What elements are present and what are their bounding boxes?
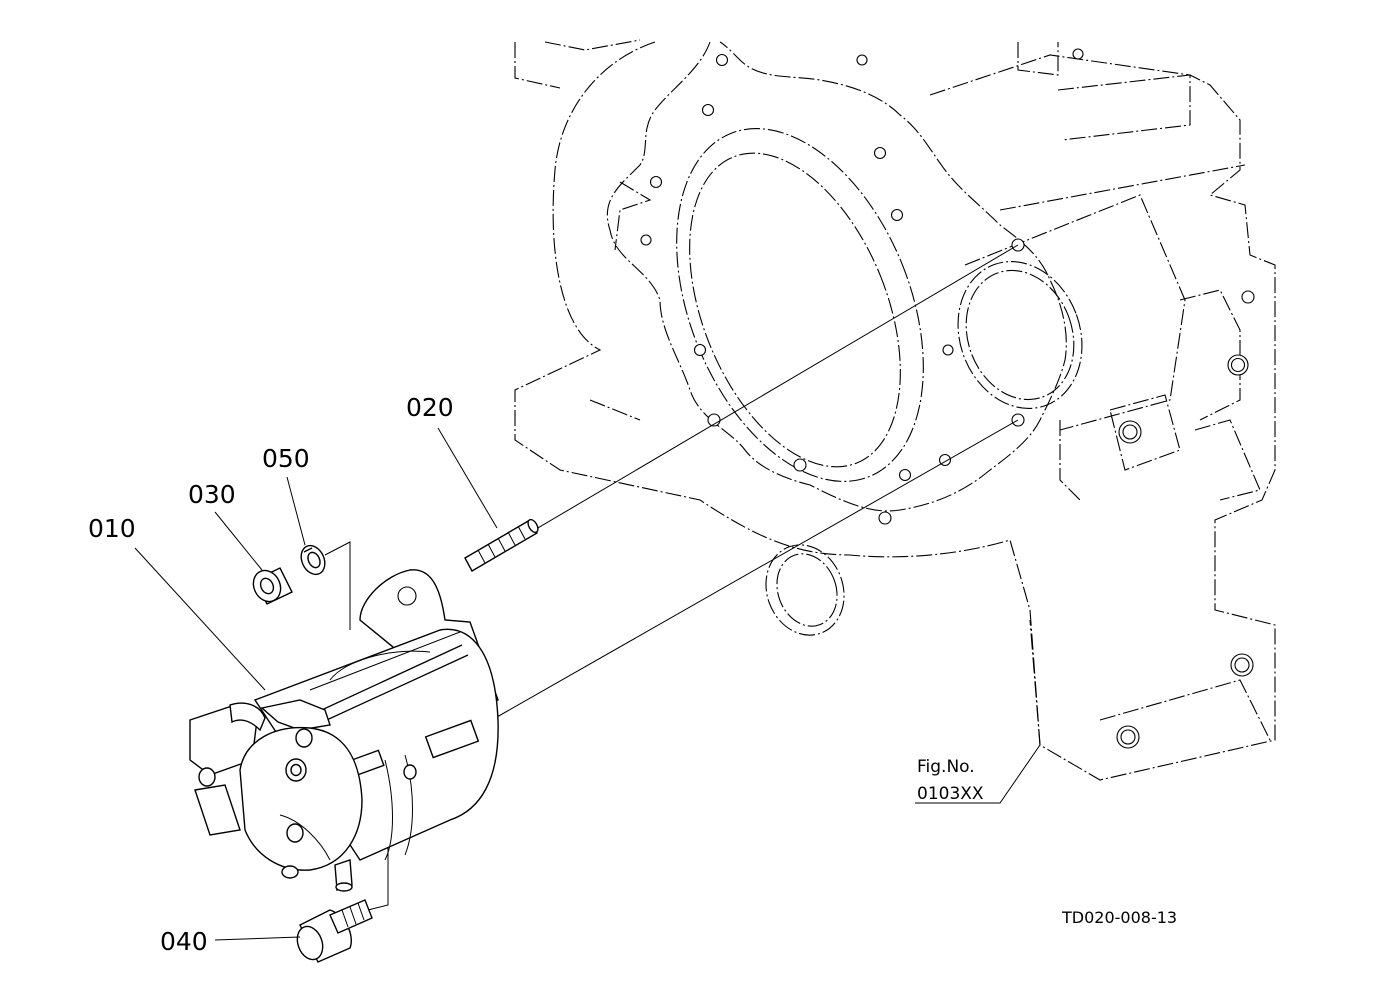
housing-bolt-holes — [640, 48, 1255, 749]
figure-reference: Fig.No. 0103XX — [917, 757, 984, 804]
stud-part-020 — [464, 518, 539, 572]
leader-010 — [134, 547, 266, 691]
callout-050: 050 — [262, 444, 310, 473]
leader-lines — [134, 427, 1041, 941]
spring-washer-part-050 — [300, 544, 326, 576]
fig-ref-number: 0103XX — [917, 784, 984, 804]
callout-040: 040 — [160, 927, 208, 956]
flywheel-housing-phantom — [514, 39, 1276, 781]
leader-030 — [214, 511, 263, 571]
nut-part-030 — [252, 567, 293, 605]
starter-motor-part-010 — [189, 569, 499, 892]
callout-020: 020 — [406, 393, 454, 422]
leader-050 — [286, 476, 306, 546]
leader-040 — [214, 936, 301, 941]
leader-020 — [437, 427, 498, 529]
drawing-code: TD020-008-13 — [1061, 908, 1177, 927]
leader-fig-ref — [915, 744, 1041, 804]
callout-010: 010 — [88, 514, 136, 543]
callout-labels: 010 020 030 050 040 — [88, 393, 454, 956]
fig-ref-label: Fig.No. — [917, 757, 975, 777]
callout-030: 030 — [188, 480, 236, 509]
bolt-part-040 — [296, 899, 373, 963]
